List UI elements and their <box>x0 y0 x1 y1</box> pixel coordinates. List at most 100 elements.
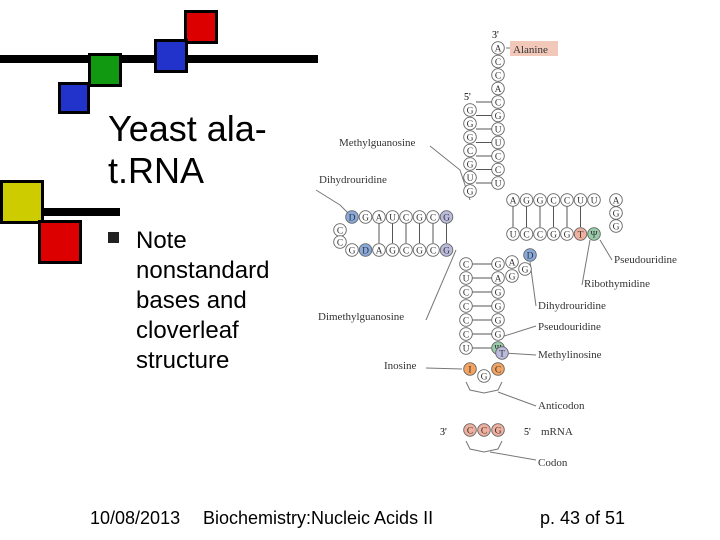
title-line-2: t.RNA <box>108 150 205 191</box>
nucleotide-letter: G <box>495 289 502 299</box>
nucleotide: G <box>491 299 505 313</box>
nucleotide: G <box>518 262 532 276</box>
nucleotide: T <box>573 227 588 241</box>
nucleotide-methylinosine-letter: T <box>499 350 505 360</box>
nucleotide: U <box>587 193 601 207</box>
codon-nucleotide: C <box>463 423 477 437</box>
nucleotide: C <box>463 143 477 158</box>
end-3prime-label: 3' <box>492 30 499 41</box>
nucleotide: G <box>533 193 547 207</box>
leader-line <box>489 451 537 461</box>
decor-square-yellow <box>0 180 44 224</box>
nucleotide: C <box>560 193 574 207</box>
diagram-labels: 3' 5' Alanine Methylguanosine Dihydrouri… <box>318 30 677 469</box>
nucleotide: G <box>491 313 505 327</box>
nucleotide-letter: C <box>495 153 501 163</box>
decor-square-blue-top <box>154 39 188 73</box>
nucleotide-letter: C <box>495 99 501 109</box>
leader-line <box>497 391 537 407</box>
nucleotide-letter: U <box>510 231 517 241</box>
ribothymidine-label: Ribothymidine <box>584 278 650 290</box>
nucleotide-letter: C <box>564 197 570 207</box>
nucleotide: G <box>477 369 491 383</box>
nucleotide-letter: G <box>495 331 502 341</box>
nucleotide-letter: C <box>337 239 343 249</box>
nucleotide: C <box>491 54 505 69</box>
leader-line <box>465 381 503 394</box>
nucleotide: U <box>506 227 520 241</box>
bullet-line: structure <box>136 347 230 374</box>
nucleotide-letter: U <box>463 275 470 285</box>
nucleotide: U <box>459 271 473 285</box>
nucleotide-letter: Ψ <box>590 231 597 241</box>
nucleotide-letter: C <box>403 247 409 257</box>
base-pair-bonds <box>378 101 581 349</box>
bullet-square-icon <box>108 232 119 243</box>
nucleotide-letter: G <box>443 214 450 224</box>
leader-lines <box>315 47 613 461</box>
nucleotide: Ψ <box>587 227 601 241</box>
pseudouridine-mid-label: Pseudouridine <box>538 321 601 333</box>
nucleotide-letter: C <box>463 289 469 299</box>
nucleotide: C <box>459 285 473 299</box>
leader-line <box>581 239 591 286</box>
nucleotide: A <box>609 193 623 207</box>
nucleotide-letter: T <box>578 231 584 241</box>
nucleotide-letter: U <box>577 197 584 207</box>
nucleotide-letter: C <box>495 366 501 376</box>
nucleotide: U <box>491 135 505 150</box>
nucleotide: G <box>439 210 454 224</box>
decor-square-red-left <box>38 220 82 264</box>
nucleotide: C <box>459 327 473 341</box>
anticodon-label: Anticodon <box>538 400 585 412</box>
inosine-label: Inosine <box>384 360 417 372</box>
nucleotide: C <box>533 227 547 241</box>
footer-date: 10/08/2013 <box>90 508 181 528</box>
nucleotide: A <box>491 271 505 285</box>
nucleotide: C <box>519 227 534 241</box>
nucleotide-letter: G <box>495 317 502 327</box>
leader-line <box>503 352 537 356</box>
nucleotide: G <box>439 243 454 257</box>
footer-course: Biochemistry:Nucleic Acids II <box>203 508 434 528</box>
codon-nucleotide-letter: G <box>495 427 502 437</box>
nucleotide: D <box>345 210 359 224</box>
nucleotide: G <box>412 210 427 224</box>
leader-line <box>425 249 457 321</box>
nucleotide-letter: U <box>495 126 502 136</box>
nucleotide-letter: A <box>509 259 516 269</box>
nucleotide: C <box>426 210 440 224</box>
nucleotide: C <box>459 313 473 327</box>
decor-square-red-top <box>184 10 218 44</box>
nucleotide: A <box>506 193 520 207</box>
nucleotide-letter: G <box>362 214 369 224</box>
dihydrouridine-right-label: Dihydrouridine <box>538 300 606 312</box>
codon-nucleotide: G <box>491 423 505 437</box>
nucleotide-letter: U <box>495 139 502 149</box>
codon-label: Codon <box>538 457 568 469</box>
nucleotide-letter: D <box>349 214 356 224</box>
nucleotide-letter: G <box>495 112 502 122</box>
nucleotide-letter: C <box>537 231 543 241</box>
nucleotide-letter: A <box>376 247 383 257</box>
nucleotide-letter: G <box>416 214 423 224</box>
nucleotide: G <box>609 206 623 220</box>
leader-line <box>599 239 613 261</box>
nucleotide-letter: A <box>495 45 502 55</box>
nucleotide-letter: G <box>467 120 474 130</box>
nucleotide: G <box>463 157 477 171</box>
nucleotide-letter: G <box>613 223 620 233</box>
nucleotide-letter: C <box>550 197 556 207</box>
nucleotide: C <box>491 149 505 163</box>
nucleotide-dihydrouridine: D <box>523 248 537 262</box>
nucleotide-letter: G <box>389 247 396 257</box>
nucleotide: G <box>345 243 359 257</box>
nucleotide: U <box>491 122 505 136</box>
nucleotide-letter: G <box>509 273 516 283</box>
bullet-text: Note nonstandard bases and cloverleaf st… <box>136 226 306 376</box>
mrna-5prime-label: 5' <box>524 427 531 438</box>
decor-bar-left <box>0 208 120 216</box>
nucleotide-letter: C <box>337 227 343 237</box>
